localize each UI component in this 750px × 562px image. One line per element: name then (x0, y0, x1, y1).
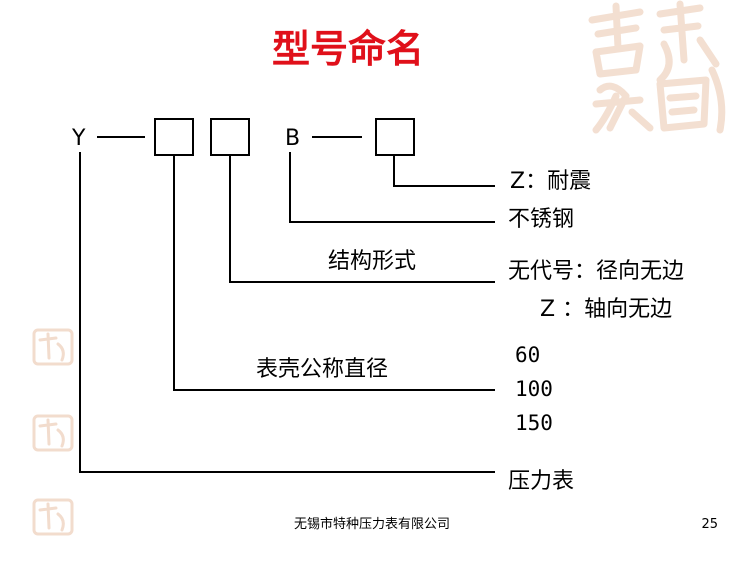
seal-decoration-icon (32, 328, 74, 366)
label-size-60: 60 (515, 343, 540, 367)
code-box-seismic (375, 118, 415, 156)
label-no-code: 无代号：径向无边 (508, 259, 684, 284)
leader-gauge (79, 152, 495, 473)
label-structure: 结构形式 (328, 249, 416, 274)
leader-seismic (393, 155, 495, 187)
label-stainless: 不锈钢 (508, 207, 574, 232)
label-size-150: 150 (515, 411, 553, 435)
page-number: 25 (701, 517, 718, 532)
leader-structure (229, 155, 495, 283)
seal-decoration-icon (32, 414, 74, 452)
seal-decoration-icon (32, 498, 74, 536)
leader-dial-size (173, 155, 495, 391)
label-size-100: 100 (515, 377, 553, 401)
label-seismic: Z：耐震 (510, 169, 591, 194)
label-gauge: 压力表 (508, 469, 574, 494)
leader-stainless (289, 152, 495, 223)
label-z-code: Z ：轴向无边 (540, 297, 672, 322)
code-box-structure (210, 118, 250, 156)
code-prefix: Y (71, 126, 86, 151)
page-title: 型号命名 (272, 27, 424, 71)
calligraphy-watermark-icon (588, 0, 726, 134)
code-box-dial-size (154, 118, 194, 156)
label-dial-size: 表壳公称直径 (256, 357, 388, 382)
code-b: B (285, 126, 300, 151)
footer-company: 无锡市特种压力表有限公司 (294, 516, 450, 532)
